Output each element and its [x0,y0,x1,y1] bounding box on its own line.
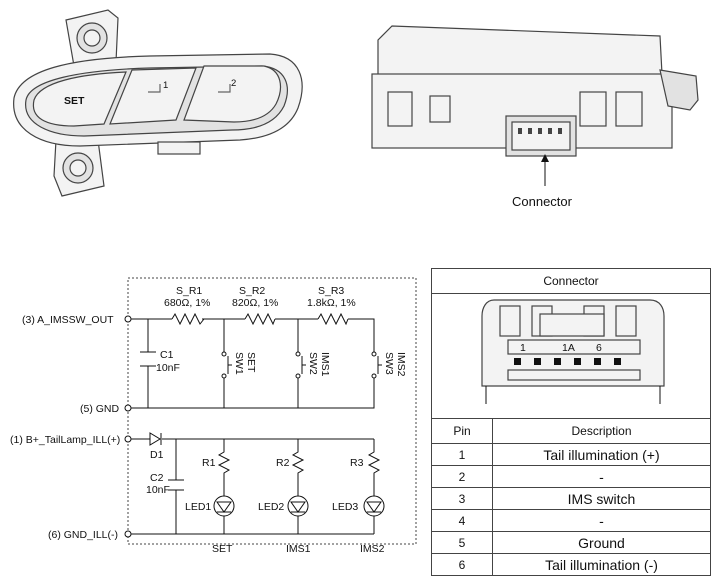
led3-name: LED3 [332,501,358,513]
pin-number: 1 [431,443,493,466]
sw3-label: IMS2 [395,352,407,377]
s-r1-value: 680Ω, 1% [164,297,210,309]
switch-sw2 [295,351,306,379]
c2-name: C2 [150,472,164,484]
resistor-s-r2 [244,312,276,326]
mem1-button-label: 1 [163,80,168,91]
pin-label-1: 1 [520,342,526,354]
pin-description: Tail illumination (-) [492,553,711,576]
s-r2-value: 820Ω, 1% [232,297,278,309]
description-header: Description [492,418,711,444]
d1-name: D1 [150,449,164,461]
r1-name: R1 [202,457,216,469]
set-button-label: SET [64,95,85,107]
pin-description: - [492,465,711,488]
switch-side-view-illustration: Connector [371,25,699,209]
capacitor-c2 [168,479,184,491]
pin-header: Pin [431,418,493,444]
s-r2-name: S_R2 [239,285,265,297]
pin-label-6: 6 [596,342,602,354]
pin-number: 2 [431,465,493,488]
pin-number: 4 [431,509,493,532]
pin-description: Ground [492,531,711,554]
arrow-icon [541,154,549,162]
diode-d1 [149,432,161,446]
led2-name: LED2 [258,501,284,513]
s-r3-value: 1.8kΩ, 1% [307,297,356,309]
pin-number: 6 [431,553,493,576]
table-row: 1 Tail illumination (+) [431,443,711,466]
mem2-button-label: 2 [231,78,236,89]
led2-label: IMS1 [286,543,311,555]
terminal-1-label: (1) B+_TailLamp_ILL(+) [10,434,120,446]
terminal-5 [124,404,132,412]
ims-switch-illustration: SET 1 2 [13,9,303,197]
led-branch-1 [213,439,235,534]
pin-number: 5 [431,531,493,554]
terminal-6-label: (6) GND_ILL(-) [48,529,118,541]
table-row: 6 Tail illumination (-) [431,553,711,576]
c2-value: 10nF [146,484,170,496]
terminal-3 [124,315,132,323]
s-r1-name: S_R1 [176,285,202,297]
r3-name: R3 [350,457,364,469]
capacitor-c1 [140,351,156,367]
connector-face-illustration: 1 1A 6 [481,299,665,404]
terminal-5-label: (5) GND [80,403,120,415]
r2-name: R2 [276,457,290,469]
table-row: 3 IMS switch [431,487,711,510]
seat-icon [218,84,231,93]
c1-name: C1 [160,349,174,361]
led1-label: SET [212,543,233,555]
sw1-name: SW1 [233,352,245,375]
connector-panel-title: Connector [432,269,710,294]
connector-pins [518,128,562,134]
switch-sw1 [221,351,232,379]
pin-table-header: Pin Description [431,418,711,444]
sw3-name: SW3 [383,352,395,375]
terminal-6 [124,530,132,538]
led-branch-3 [363,439,385,534]
pin-description: IMS switch [492,487,711,510]
connector-callout-label: Connector [512,194,573,209]
pin-table: Pin Description 1 Tail illumination (+) … [431,418,711,576]
connector-panel: Connector [431,268,711,419]
c1-value: 10nF [156,362,180,374]
terminal-1 [124,435,132,443]
table-row: 2 - [431,465,711,488]
switch-sw3 [371,351,382,379]
sw2-name: SW2 [307,352,319,375]
connector-pin-cavities [514,358,621,365]
seat-icon [148,84,161,93]
resistor-s-r1 [171,312,205,326]
pin-label-1a: 1A [562,342,575,354]
sw1-label: SET [245,352,257,373]
table-row: 5 Ground [431,531,711,554]
pin-number: 3 [431,487,493,510]
schematic-boundary [127,277,417,545]
led1-name: LED1 [185,501,211,513]
table-row: 4 - [431,509,711,532]
s-r3-name: S_R3 [318,285,344,297]
pin-description: Tail illumination (+) [492,443,711,466]
sw2-label: IMS1 [319,352,331,377]
led3-label: IMS2 [360,543,385,555]
led-branch-2 [287,439,309,534]
terminal-3-label: (3) A_IMSSW_OUT [22,314,114,326]
circuit-schematic: (3) A_IMSSW_OUT (5) GND (1) B+_TailLamp_… [10,277,417,555]
pin-description: - [492,509,711,532]
resistor-s-r3 [317,312,349,326]
